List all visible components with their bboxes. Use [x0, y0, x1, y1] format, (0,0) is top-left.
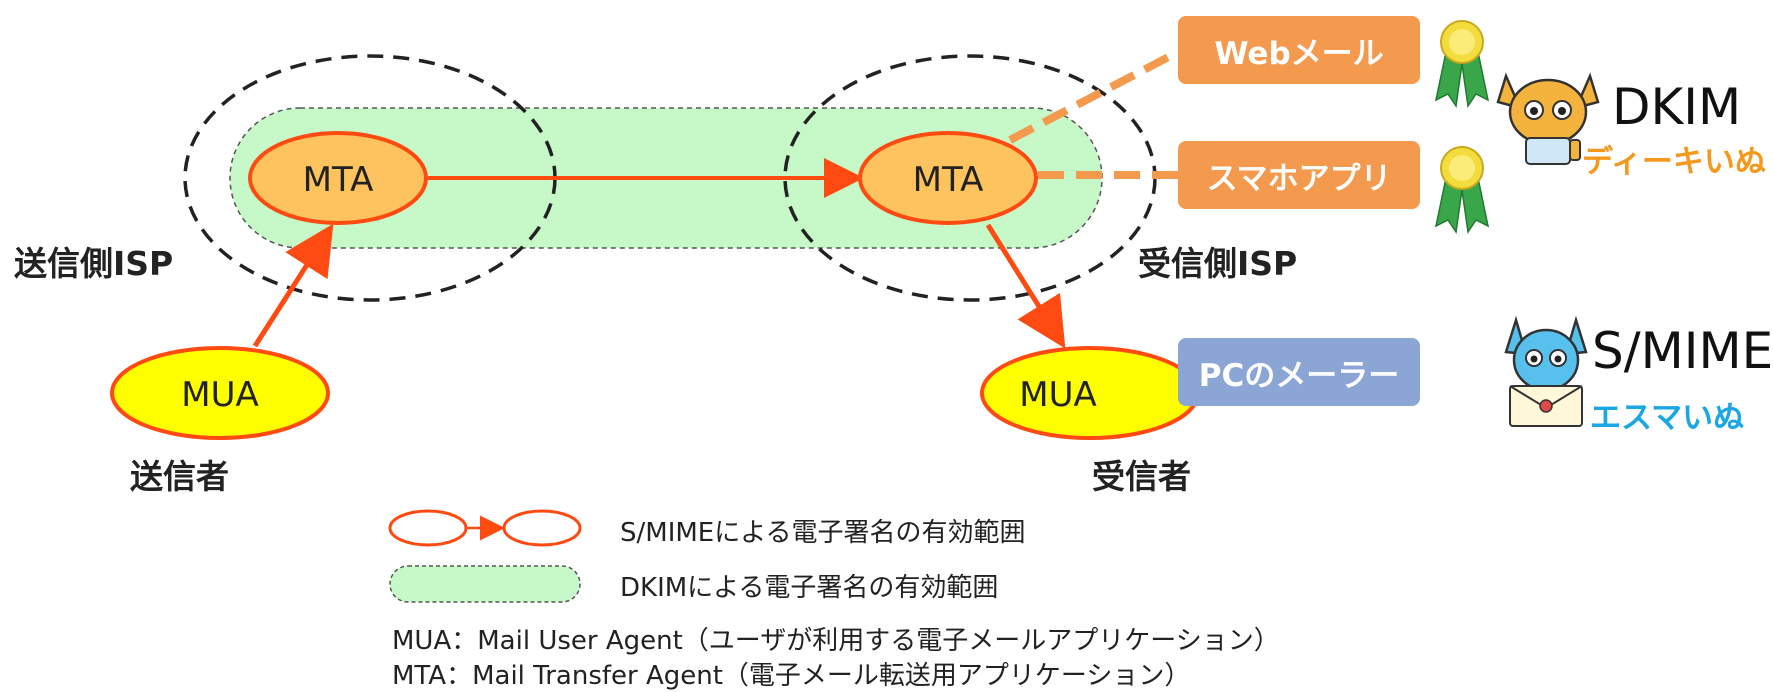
- mta-definition: MTA：Mail Transfer Agent（電子メール転送用アプリケーション…: [392, 661, 1191, 691]
- legend-dkim-text: DKIMによる電子署名の有効範囲: [620, 573, 999, 603]
- smime-title: S/MIME: [1592, 322, 1773, 380]
- mta-sender-label: MTA: [303, 160, 374, 200]
- mta-receiver-node: [858, 131, 1038, 225]
- award-ribbon-icon: [1434, 20, 1490, 109]
- arrow-mua-to-mta: [252, 223, 334, 348]
- smime-mascot-name: エスマいぬ: [1590, 400, 1745, 436]
- mta-receiver-label: MTA: [913, 160, 984, 200]
- legend-smime-text: S/MIMEによる電子署名の有効範囲: [620, 518, 1026, 548]
- dkim-mascot-icon: [1496, 72, 1600, 165]
- webmail-tag: Webメール: [1178, 16, 1420, 84]
- receiver-isp-label: 受信側ISP: [1138, 244, 1298, 283]
- smartphone-app-tag: スマホアプリ: [1178, 141, 1420, 209]
- mua-sender-node: [110, 346, 330, 440]
- mta-sender-node: [248, 131, 428, 225]
- sender-isp-label: 送信側ISP: [14, 244, 174, 283]
- mua-definition: MUA：Mail User Agent（ユーザが利用する電子メールアプリケーショ…: [392, 626, 1280, 656]
- legend-smime-ellipse-left: [388, 509, 468, 547]
- award-ribbon-icon: [1434, 146, 1490, 235]
- smime-mascot-icon: [1504, 315, 1588, 427]
- receiver-label: 受信者: [1092, 457, 1191, 496]
- dkim-title: DKIM: [1612, 78, 1742, 136]
- legend-dkim-swatch: [389, 565, 581, 603]
- mua-sender-label: MUA: [181, 375, 258, 415]
- legend-smime-ellipse-right: [502, 509, 582, 547]
- sender-label: 送信者: [130, 457, 229, 496]
- pc-mailer-tag: PCのメーラー: [1178, 338, 1420, 406]
- arrow-mta-to-mua: [985, 223, 1066, 349]
- dkim-mascot-name: ディーキいぬ: [1582, 144, 1766, 180]
- mua-receiver-label: MUA: [1019, 375, 1096, 415]
- webmail-connector: [1008, 48, 1180, 144]
